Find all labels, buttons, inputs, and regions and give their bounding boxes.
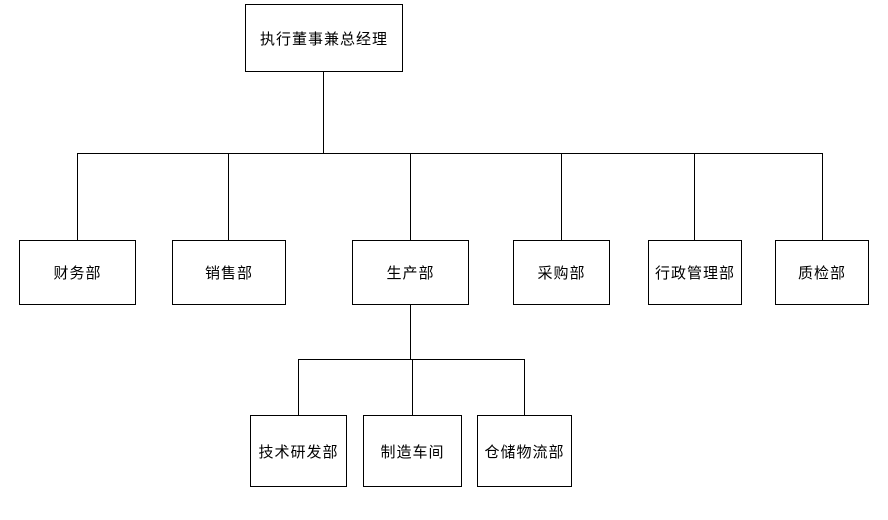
connector-drop-rnd: [298, 359, 299, 415]
connector-drop-admin: [694, 153, 695, 240]
connector-level2-bus: [298, 359, 525, 360]
org-node-procurement-dept[interactable]: 采购部: [513, 240, 610, 305]
org-node-warehouse-logistics-dept[interactable]: 仓储物流部: [477, 415, 572, 487]
org-node-finance-dept[interactable]: 财务部: [19, 240, 136, 305]
connector-drop-sales: [228, 153, 229, 240]
connector-drop-production: [410, 153, 411, 240]
org-node-admin-mgmt-dept[interactable]: 行政管理部: [648, 240, 742, 305]
org-node-sales-dept[interactable]: 销售部: [172, 240, 286, 305]
connector-drop-procurement: [561, 153, 562, 240]
org-node-manufacturing-workshop[interactable]: 制造车间: [363, 415, 462, 487]
connector-drop-workshop: [412, 359, 413, 415]
org-node-executive-director-gm[interactable]: 执行董事兼总经理: [245, 4, 403, 72]
connector-level1-bus: [77, 153, 823, 154]
connector-drop-qa: [822, 153, 823, 240]
connector-drop-finance: [77, 153, 78, 240]
org-node-quality-dept[interactable]: 质检部: [775, 240, 869, 305]
connector-production-stem: [410, 305, 411, 359]
org-node-production-dept[interactable]: 生产部: [352, 240, 469, 305]
connector-drop-logistics: [524, 359, 525, 415]
org-node-rnd-dept[interactable]: 技术研发部: [250, 415, 347, 487]
connector-root-stem: [323, 72, 324, 153]
